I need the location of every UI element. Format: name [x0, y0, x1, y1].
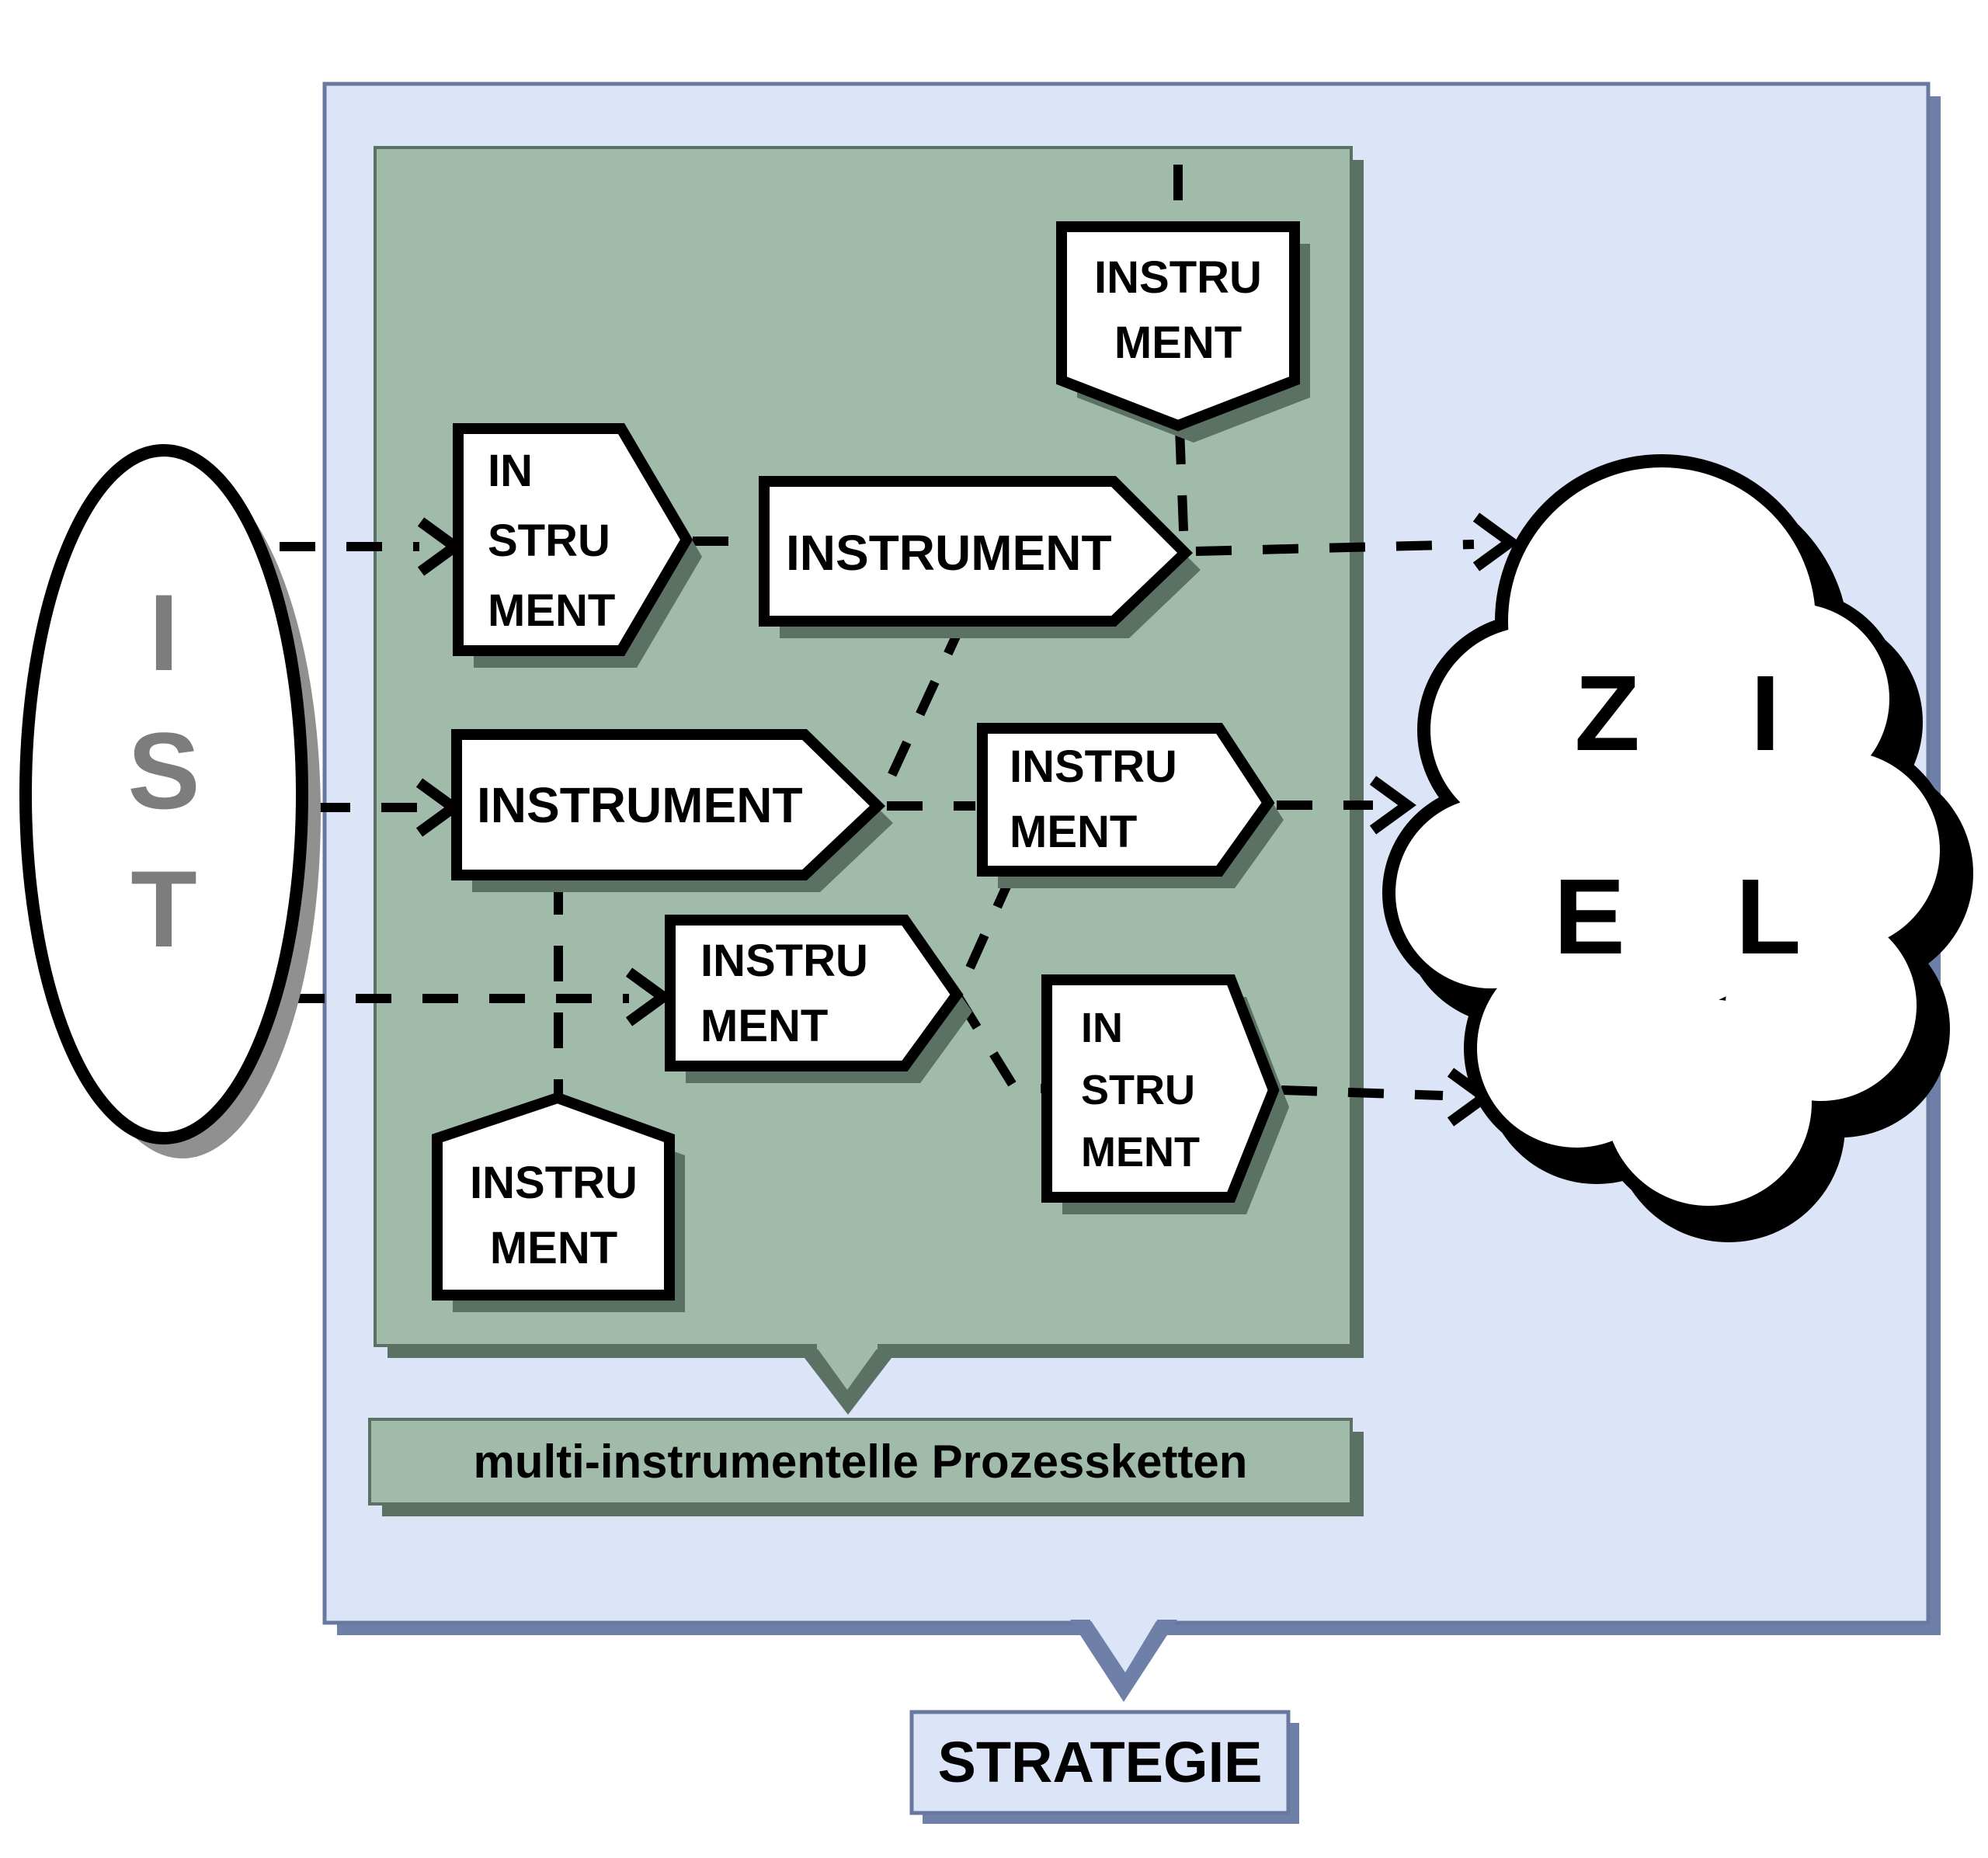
dash-wide-to-middle-tip — [874, 619, 968, 805]
strategy-label-box — [909, 1710, 1291, 1815]
dashed-connectors — [280, 165, 1475, 1100]
instrument-text-line: STRU — [1081, 1067, 1195, 1113]
dash-right-middle-to-center — [954, 872, 1017, 996]
instrument-text-line: IN — [1081, 1005, 1123, 1051]
green-box-tail-bridge — [817, 1337, 878, 1349]
instrument-text-line: MENT — [1010, 807, 1138, 857]
instrument-bottom-right-shape — [1041, 974, 1280, 1203]
instrument-bottom-right-label: IN STRU MENT — [1081, 997, 1200, 1183]
outer-box-tail-bridge — [1090, 1609, 1157, 1621]
instrument-right-middle-shape — [977, 723, 1275, 877]
instrument-text-line: MENT — [1114, 318, 1242, 368]
instrument-text-line: MENT — [489, 1223, 618, 1273]
instrument-wide-arrow-shape — [759, 476, 1194, 627]
ziel-line: Z I — [1574, 654, 1821, 773]
instrument-text-line: INSTRUMENT — [477, 777, 803, 833]
instrument-bottom-pentagon-label: INSTRU MENT — [437, 1151, 670, 1281]
instrument-text-line: MENT — [488, 585, 616, 636]
instrument-text-line: INSTRUMENT — [786, 525, 1112, 581]
dash-wide-to-cloud — [1195, 540, 1475, 556]
outer-box-tail — [1090, 1620, 1157, 1672]
process-label-box — [368, 1418, 1353, 1506]
ziel-label: Z I E L — [1468, 612, 1887, 1019]
instrument-center-bottom-shape — [665, 915, 964, 1071]
dash-bottom-right-to-cloud — [1281, 1085, 1444, 1100]
arrowhead-into-center-bottom — [625, 967, 673, 1026]
instrument-top-pentagon-shape — [1056, 221, 1300, 432]
process-chains-label: multi-instrumentelle Prozessketten — [473, 1436, 1248, 1488]
instrument-text-line: MENT — [700, 1001, 829, 1051]
instrument-middle-arrow-label: INSTRUMENT — [477, 776, 803, 835]
arrowhead-into-cloud-middle — [1369, 776, 1416, 835]
instrument-text-line: STRU — [488, 516, 610, 566]
ist-letter: T — [130, 848, 197, 970]
instrument-text-line: MENT — [1081, 1129, 1200, 1176]
ziel-cloud — [1395, 467, 1940, 1206]
instrument-left-arrow-shape — [453, 423, 693, 656]
ist-label: I S T — [78, 564, 249, 978]
instrument-text-line: INSTRU — [1094, 252, 1262, 303]
instrument-shapes — [432, 221, 1310, 1312]
instrument-center-bottom-label: INSTRU MENT — [700, 929, 868, 1059]
instrument-right-middle-label: INSTRU MENT — [1010, 735, 1177, 865]
arrowhead-into-cloud-top — [1472, 512, 1520, 571]
instrument-middle-arrow-shape — [451, 729, 886, 880]
instrument-bottom-pentagon-shape — [432, 1092, 675, 1301]
ist-letter: S — [127, 710, 200, 832]
instrument-text-line: INSTRU — [1010, 741, 1177, 792]
instrument-wide-arrow-label: INSTRUMENT — [786, 523, 1112, 582]
ist-ellipse — [19, 444, 308, 1144]
instrument-text-line: INSTRU — [470, 1158, 638, 1208]
instrument-left-arrow-label: IN STRU MENT — [488, 436, 615, 646]
instrument-text-line: INSTRU — [700, 936, 868, 986]
green-box-tail — [817, 1348, 878, 1390]
strategy-label: STRATEGIE — [937, 1730, 1263, 1794]
instrument-text-line: IN — [488, 446, 533, 496]
dash-top-pentagon-below — [1175, 428, 1189, 550]
ziel-line: E L — [1553, 857, 1842, 977]
instrument-top-pentagon-label: INSTRU MENT — [1062, 245, 1295, 376]
ist-letter: I — [148, 571, 179, 693]
